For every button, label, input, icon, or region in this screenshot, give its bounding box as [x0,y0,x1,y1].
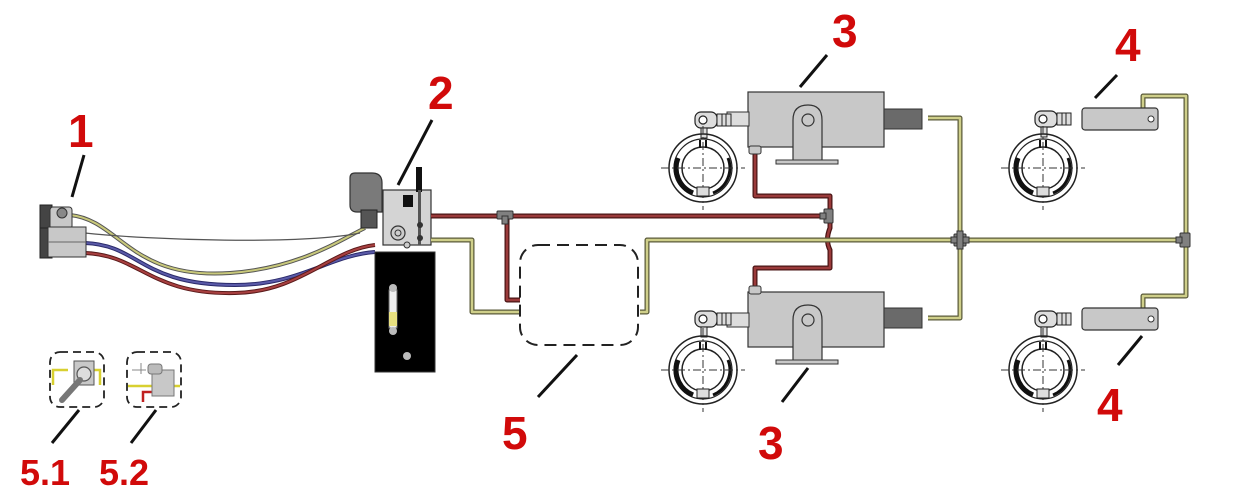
label-brake-cylinder-top: 3 [832,5,858,57]
slave-cylinder-icon [1081,107,1159,131]
label-option-5-1: 5.1 [20,452,71,493]
label-pump-unit: 2 [428,67,454,119]
return-lines [431,93,1189,321]
valve-icon [126,351,182,408]
plug-connector-icon [39,204,87,259]
brake-cylinder-icon [726,285,923,365]
pressure-lines [431,150,833,303]
optional-module-box [519,244,639,346]
label-slave-cylinder-top: 4 [1115,19,1141,71]
fittings [496,208,1191,250]
label-connector: 1 [68,105,94,157]
label-slave-cylinder-bottom: 4 [1097,379,1123,431]
label-option-5-2: 5.2 [99,452,150,493]
brake-drum-icon [1001,328,1085,412]
slave-cylinder-icon [1081,307,1159,331]
hydraulic-pump-icon [349,167,436,373]
leader-lines [50,54,1144,444]
label-brake-cylinder-bottom: 3 [758,417,784,469]
brake-drum-icon [1001,126,1085,210]
brake-drum-icon [661,126,745,210]
brake-drum-icon [661,328,745,412]
label-optional-module: 5 [502,407,528,459]
lever-valve-icon [49,351,105,408]
brake-cylinder-icon [726,91,923,165]
wiring-harness [69,213,376,296]
